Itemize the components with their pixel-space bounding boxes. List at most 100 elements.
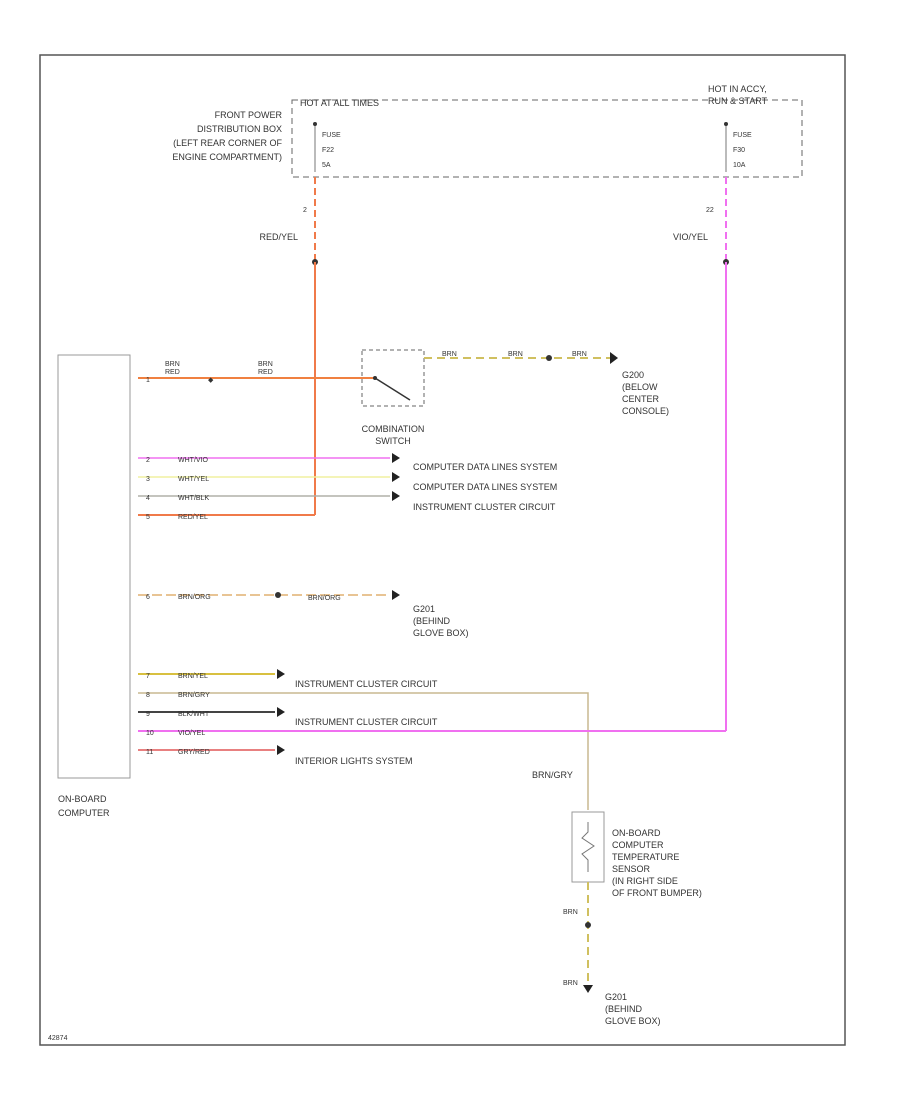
fuse-1-label: FUSE — [322, 132, 341, 139]
computer-pin-3-number: 3 — [146, 476, 150, 483]
pin-11-dest: INTERIOR LIGHTS SYSTEM — [295, 756, 413, 766]
pin-4-arrow — [392, 491, 400, 501]
pin-11-arrow — [277, 745, 285, 755]
combination-switch-box — [361, 349, 425, 407]
combination-switch-label-2: SWITCH — [375, 436, 411, 446]
sensor-label-1: ON-BOARD — [612, 828, 661, 838]
computer-pin-8-wire-color: BRN/GRY — [178, 692, 210, 699]
fuse-2-id: F30 — [733, 147, 745, 154]
pin-1-wire-label-a-2: RED — [165, 369, 180, 376]
computer-pin-4-wire-color: WHT/BLK — [178, 495, 209, 502]
fuse-2-rating: 10A — [733, 162, 746, 169]
hot-in-accy-label-2: RUN & START — [708, 96, 768, 106]
computer-pin-4-number: 4 — [146, 495, 150, 502]
pin-7-arrow — [277, 669, 285, 679]
computer-pin-5-wire-color: RED/YEL — [178, 514, 208, 521]
pin-4-dest: INSTRUMENT CLUSTER CIRCUIT — [413, 502, 556, 512]
pin-7-dest: INSTRUMENT CLUSTER CIRCUIT — [295, 679, 438, 689]
temperature-sensor-symbol — [581, 822, 595, 872]
computer-pin-7-wire-color: BRN/YEL — [178, 673, 208, 680]
fuse-2-top-terminal — [724, 122, 728, 126]
computer-label-2: COMPUTER — [58, 808, 110, 818]
fuse-1-id: F22 — [322, 147, 334, 154]
computer-pin-2-number: 2 — [146, 457, 150, 464]
fuse-1-top-terminal — [313, 122, 317, 126]
fuse-2-label: FUSE — [733, 132, 752, 139]
computer-pin-7-number: 7 — [146, 673, 150, 680]
fuse-box-desc-line-2: DISTRIBUTION BOX — [197, 124, 282, 134]
brn-gry-wire-label: BRN/GRY — [532, 770, 573, 780]
pin-9-dest: INSTRUMENT CLUSTER CIRCUIT — [295, 717, 438, 727]
sensor-ground-label-2: BRN — [563, 980, 578, 987]
combination-switch-contact — [374, 377, 411, 401]
combination-switch-pivot — [373, 376, 377, 380]
computer-pin-10-number: 10 — [146, 730, 154, 737]
pin-2-arrow — [392, 453, 400, 463]
fuse-box-desc-line-4: ENGINE COMPARTMENT) — [172, 152, 282, 162]
computer-pin-10-wire-color: VIO/YEL — [178, 730, 205, 737]
g201-b-label-1: G201 — [605, 992, 627, 1002]
g200-wire-label-3: BRN — [572, 351, 587, 358]
computer-pin-1-number: 1 — [146, 377, 150, 384]
diagram-frame — [39, 54, 846, 1046]
fuse-box-desc-line-3: (LEFT REAR CORNER OF — [173, 138, 282, 148]
g201-b-label-3: GLOVE BOX) — [605, 1016, 661, 1026]
g201-b-label-2: (BEHIND — [605, 1004, 643, 1014]
vio-yel-wire-label: VIO/YEL — [673, 232, 708, 242]
pin-6-wire-label-b: BRN/ORG — [308, 595, 341, 602]
computer-pin-9-number: 9 — [146, 711, 150, 718]
sensor-label-5: (IN RIGHT SIDE — [612, 876, 678, 886]
diagram-id: 42874 — [48, 1035, 68, 1042]
hot-at-all-times-label: HOT AT ALL TIMES — [300, 98, 379, 108]
fuse-2-pin: 22 — [706, 207, 714, 214]
computer-pin-8-number: 8 — [146, 692, 150, 699]
computer-pin-labels: 1 2 WHT/VIO 3 WHT/YEL 4 WHT/BLK 5 RED/YEL 6 BRN/OR… — [146, 377, 211, 756]
fuse-box-desc-line-1: FRONT POWER — [215, 110, 283, 120]
pin-3-dest: COMPUTER DATA LINES SYSTEM — [413, 482, 557, 492]
computer-pin-6-wire-color: BRN/ORG — [178, 594, 211, 601]
computer-pin-5-number: 5 — [146, 514, 150, 521]
computer-pin-3-wire-color: WHT/YEL — [178, 476, 209, 483]
g201-a-ground-arrow — [392, 590, 400, 600]
sensor-ground-connector — [585, 922, 591, 928]
computer-pin-9-wire-color: BLK/WHT — [178, 711, 210, 718]
g200-label-1: G200 — [622, 370, 644, 380]
g201-a-label-1: G201 — [413, 604, 435, 614]
pin-1-wire-label-b-1: BRN — [258, 361, 273, 368]
computer-pin-2-wire-color: WHT/VIO — [178, 457, 208, 464]
g200-wire-label-2: BRN — [508, 351, 523, 358]
g201-a-label-3: GLOVE BOX) — [413, 628, 469, 638]
g201-a-label-2: (BEHIND — [413, 616, 451, 626]
pin-6-connector — [275, 592, 281, 598]
sensor-ground-label-1: BRN — [563, 909, 578, 916]
sensor-label-4: SENSOR — [612, 864, 651, 874]
sensor-label-6: OF FRONT BUMPER) — [612, 888, 702, 898]
pin-3-arrow — [392, 472, 400, 482]
g200-ground-arrow — [610, 352, 618, 364]
computer-pin-11-wire-color: GRY/RED — [178, 749, 210, 756]
fuse-1-rating: 5A — [322, 162, 331, 169]
g200-label-3: CENTER — [622, 394, 660, 404]
fuse-box-outline — [291, 99, 803, 178]
pin-1-wire-label-a-1: BRN — [165, 361, 180, 368]
fuse-1-pin: 2 — [303, 207, 307, 214]
pin-1-inline-connector: ◆ — [208, 377, 214, 384]
pin-2-dest: COMPUTER DATA LINES SYSTEM — [413, 462, 557, 472]
g201-b-ground-arrow — [583, 985, 593, 993]
pin-8-wire — [138, 692, 589, 810]
combination-switch-label-1: COMBINATION — [362, 424, 425, 434]
g200-connector — [546, 355, 552, 361]
computer-pin-6-number: 6 — [146, 594, 150, 601]
pin-9-arrow — [277, 707, 285, 717]
on-board-computer-box — [57, 354, 131, 779]
computer-label-1: ON-BOARD — [58, 794, 107, 804]
g200-label-4: CONSOLE) — [622, 406, 669, 416]
g200-wire-label-1: BRN — [442, 351, 457, 358]
g200-label-2: (BELOW — [622, 382, 658, 392]
hot-in-accy-label-1: HOT IN ACCY, — [708, 84, 767, 94]
sensor-label-3: TEMPERATURE — [612, 852, 679, 862]
red-yel-wire-label: RED/YEL — [259, 232, 298, 242]
pin-1-wire-label-b-2: RED — [258, 369, 273, 376]
computer-pin-11-number: 11 — [146, 749, 153, 756]
